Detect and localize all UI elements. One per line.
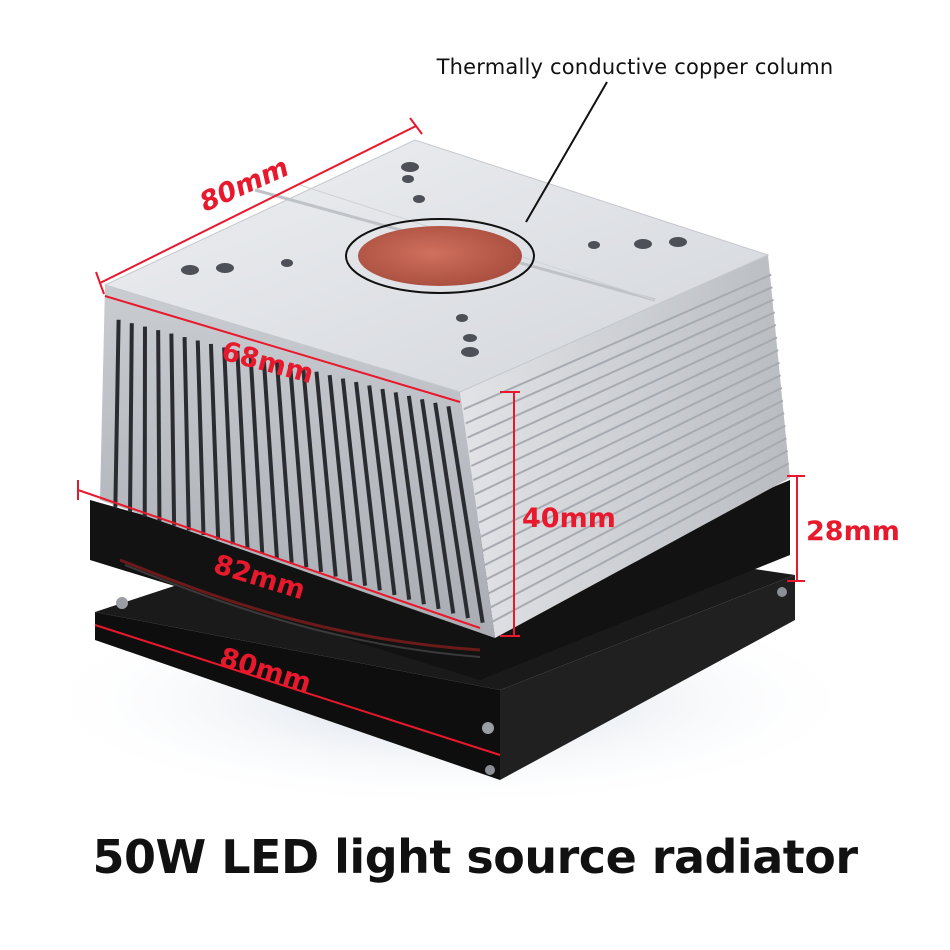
fin-slot [274,361,294,563]
side-fin-ridge [470,324,777,467]
fin-slot [208,343,221,540]
fin-slot [380,388,412,600]
fin-slot [314,371,338,577]
fin-slot [169,333,177,526]
fin-slot [113,319,121,508]
fin-slot [248,354,265,554]
fin-height-label: 40mm [522,503,616,534]
fan-height-label: 28mm [806,516,900,547]
fin-slot [182,336,191,531]
fin-slot [354,381,382,591]
side-fin-ridge [463,273,772,411]
fin-slot [261,357,279,559]
copper-column [358,226,522,286]
callout-leader [525,81,608,223]
fin-slot [288,364,309,568]
side-fins [463,273,790,623]
side-fin-ridge [478,374,782,524]
side-fin-ridge [482,399,784,552]
callout-label: Thermally conductive copper column [436,55,834,79]
fin-slot [222,347,235,545]
fin-slot [301,368,324,573]
copper-highlight-ring [345,218,535,294]
fin-slot [327,374,353,582]
fin-slot [156,330,162,522]
heatsink-body [100,139,790,638]
fin-slot [340,378,368,586]
side-fin-ridge [472,336,778,481]
side-fin-ridge [489,449,789,609]
dimension-lines [77,117,805,756]
side-fin-ridge [469,311,776,453]
side-fin-ridge [467,298,774,439]
product-caption: 50W LED light source radiator [92,830,858,884]
side-fin-ridge [474,349,779,496]
fin-slot [446,405,485,624]
side-fin-ridge [486,424,786,581]
side-fin-ridge [491,462,790,623]
fin-slot [420,399,456,614]
side-fin-ridge [465,286,773,425]
fin-slot [406,395,441,610]
fin-slot [393,392,426,605]
side-fin-ridge [487,437,787,595]
fin-slot [235,350,250,549]
side-fin-ridge [484,412,785,567]
fin-slot [128,323,134,512]
side-fin-ridge [480,386,783,538]
front-fins [113,319,485,624]
fin-slot [195,340,206,536]
mounting-holes [181,162,687,357]
side-fin-ridge [476,361,780,510]
fin-slot [367,385,397,596]
fin-slot [433,402,470,619]
